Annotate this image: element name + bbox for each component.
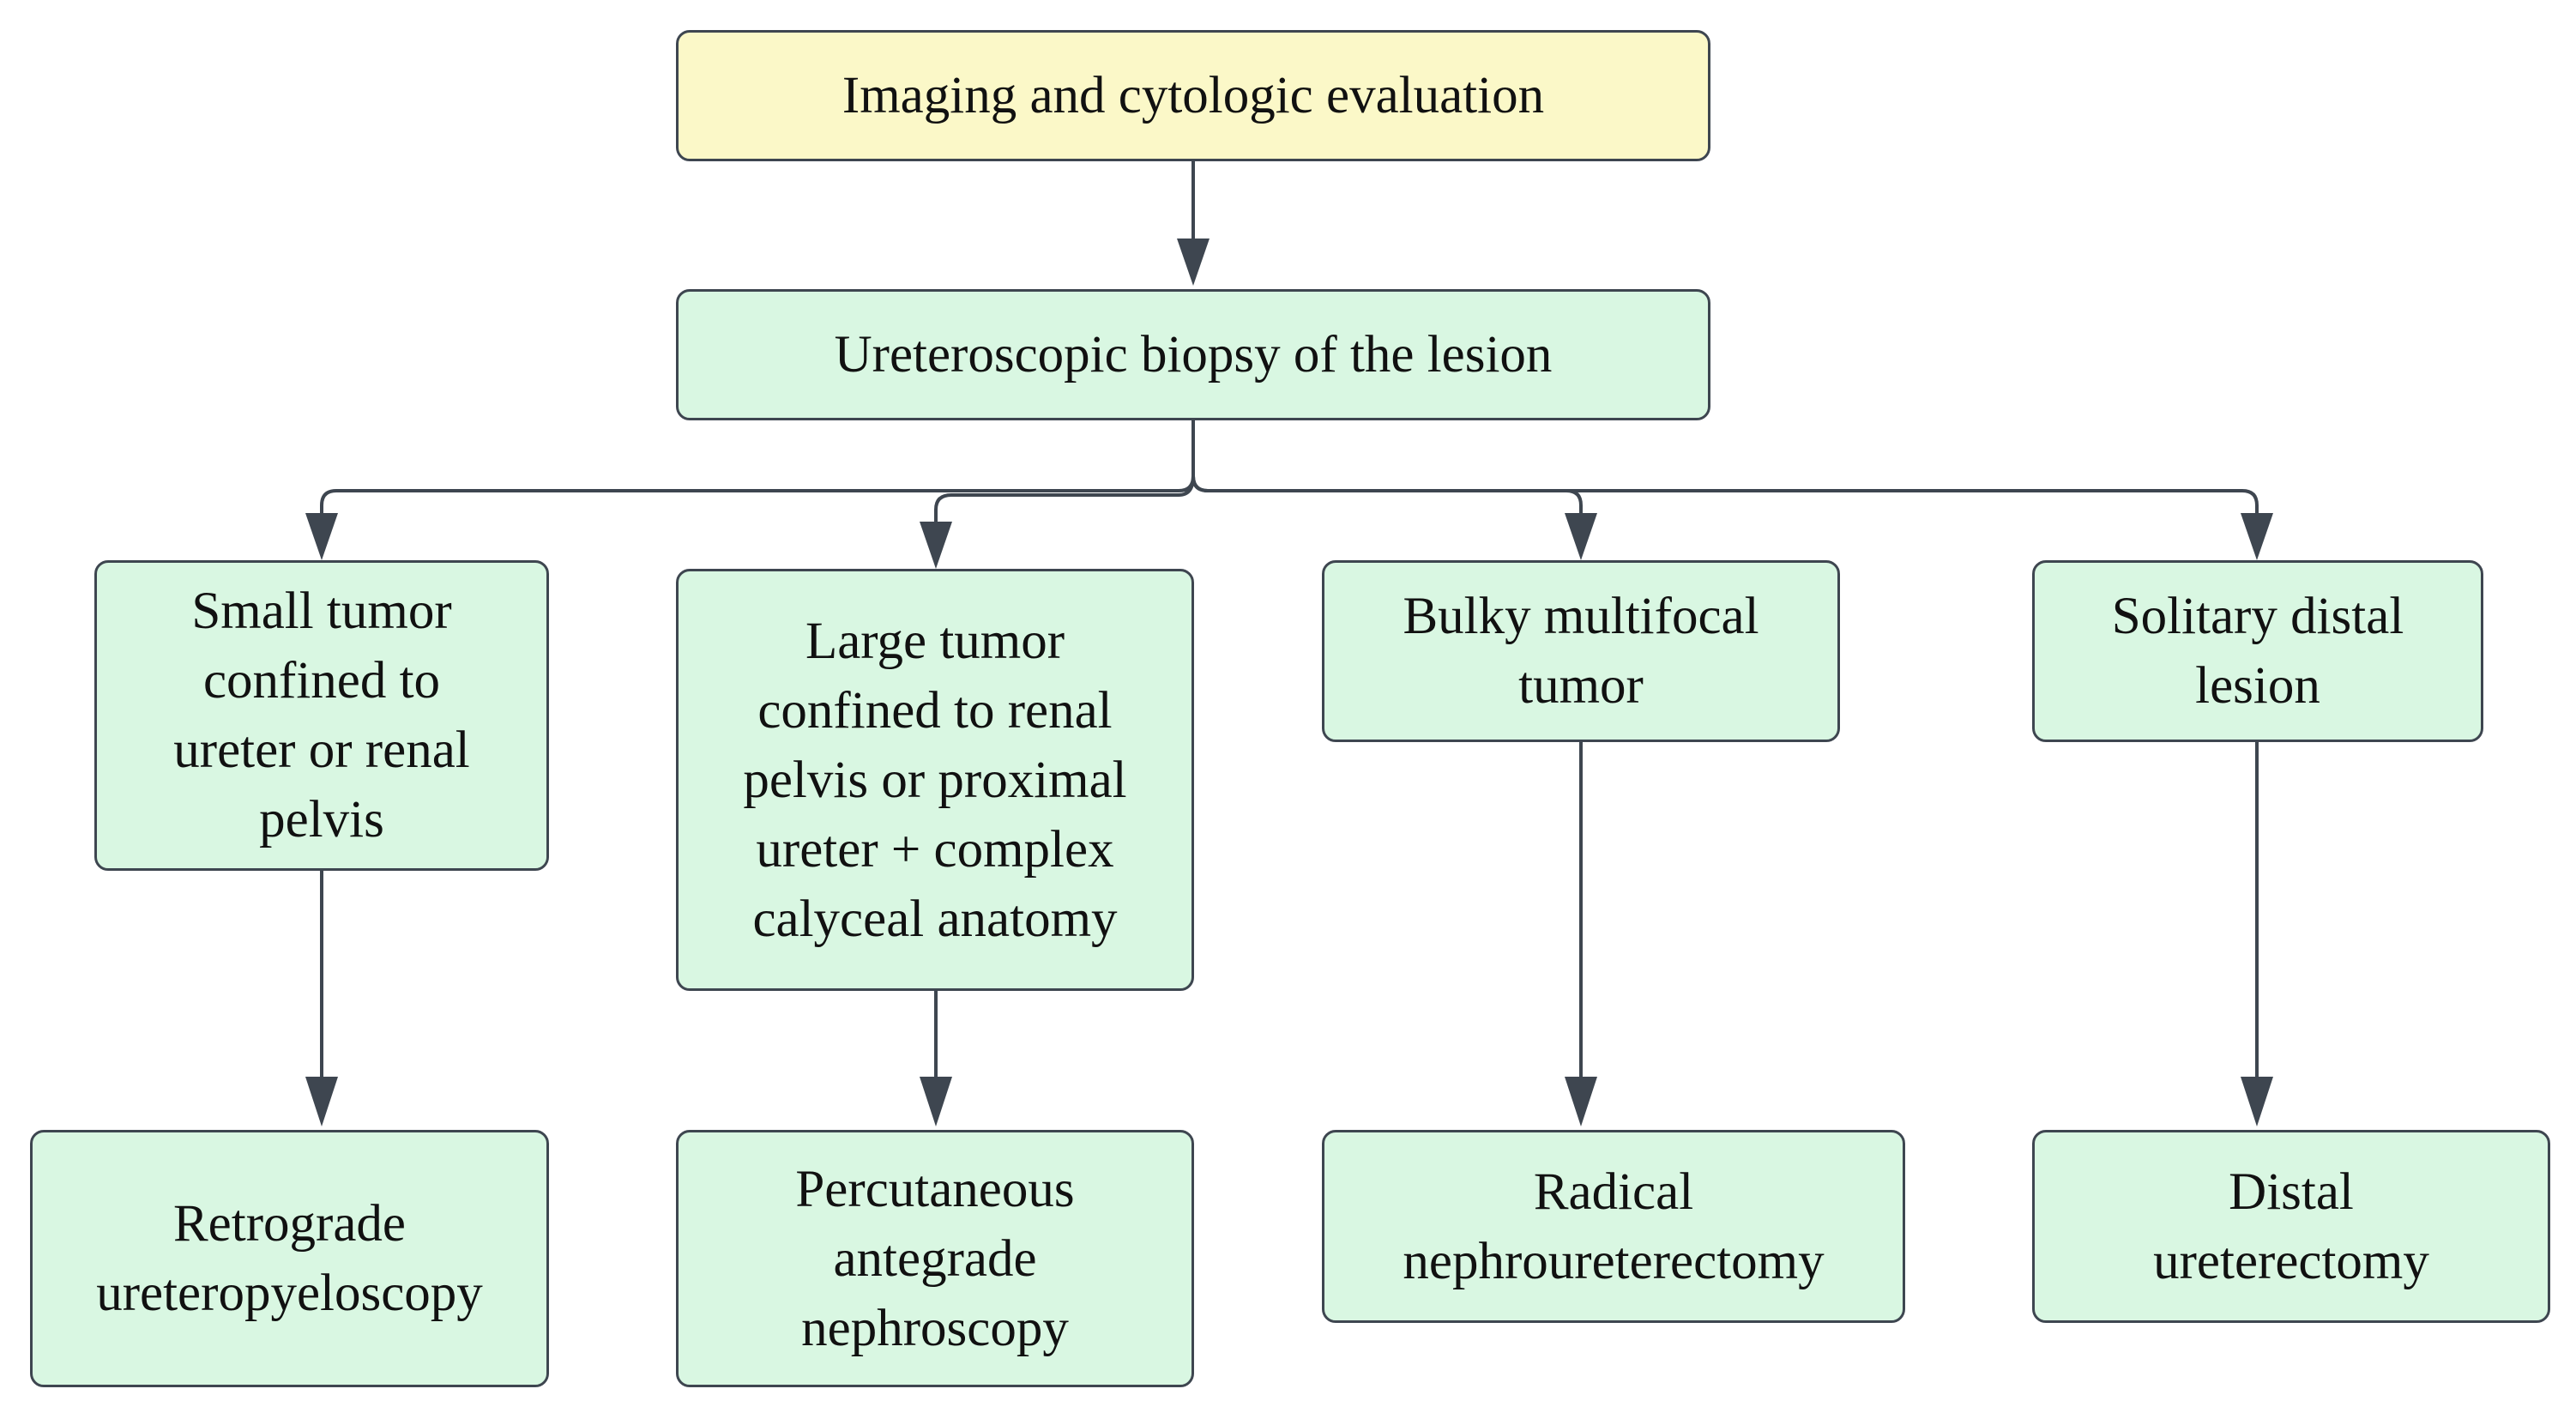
node-label: Radical nephroureterectomy: [1403, 1162, 1825, 1290]
node-solitary-distal-lesion: Solitary distal lesion: [2032, 560, 2483, 742]
arrowhead-small-tumor: [305, 513, 338, 560]
arrowhead-biopsy: [1177, 239, 1210, 286]
node-label: Percutaneous antegrade nephroscopy: [795, 1160, 1075, 1357]
node-ureteroscopic-biopsy: Ureteroscopic biopsy of the lesion: [676, 289, 1710, 420]
node-distal-ureterectomy: Distal ureterectomy: [2032, 1130, 2550, 1323]
arrowhead-bulky-tumor: [1565, 513, 1597, 560]
node-bulky-multifocal-tumor: Bulky multifocal tumor: [1322, 560, 1840, 742]
node-label: Distal ureterectomy: [2153, 1162, 2429, 1290]
node-radical-nephroureterectomy: Radical nephroureterectomy: [1322, 1130, 1905, 1323]
node-label: Ureteroscopic biopsy of the lesion: [834, 326, 1553, 383]
edge-biopsy-to-solitary-distal: [1191, 475, 2259, 532]
arrowhead-large-tumor: [920, 522, 952, 569]
arrowhead-radical: [1565, 1077, 1597, 1126]
edge-biopsy-to-small-tumor: [320, 420, 1195, 532]
node-small-tumor: Small tumor confined to ureter or renal …: [94, 560, 549, 871]
node-label: Solitary distal lesion: [2111, 588, 2404, 715]
node-large-tumor: Large tumor confined to renal pelvis or …: [676, 569, 1194, 991]
edge-biopsy-to-bulky-tumor: [1191, 475, 1583, 532]
node-label: Small tumor confined to ureter or renal …: [173, 583, 470, 848]
node-imaging-cytologic-evaluation: Imaging and cytologic evaluation: [676, 30, 1710, 161]
arrowhead-distal: [2241, 1077, 2273, 1126]
node-label: Large tumor confined to renal pelvis or …: [743, 612, 1127, 948]
edge-biopsy-to-large-tumor: [934, 475, 1195, 540]
node-label: Retrograde ureteropyeloscopy: [96, 1195, 483, 1322]
arrowhead-retrograde: [305, 1077, 338, 1126]
arrowhead-percutaneous: [920, 1077, 952, 1126]
arrowhead-solitary-distal: [2241, 513, 2273, 560]
node-percutaneous-antegrade-nephroscopy: Percutaneous antegrade nephroscopy: [676, 1130, 1194, 1387]
node-label: Bulky multifocal tumor: [1403, 588, 1759, 715]
node-retrograde-ureteropyeloscopy: Retrograde ureteropyeloscopy: [30, 1130, 549, 1387]
node-label: Imaging and cytologic evaluation: [842, 67, 1545, 124]
